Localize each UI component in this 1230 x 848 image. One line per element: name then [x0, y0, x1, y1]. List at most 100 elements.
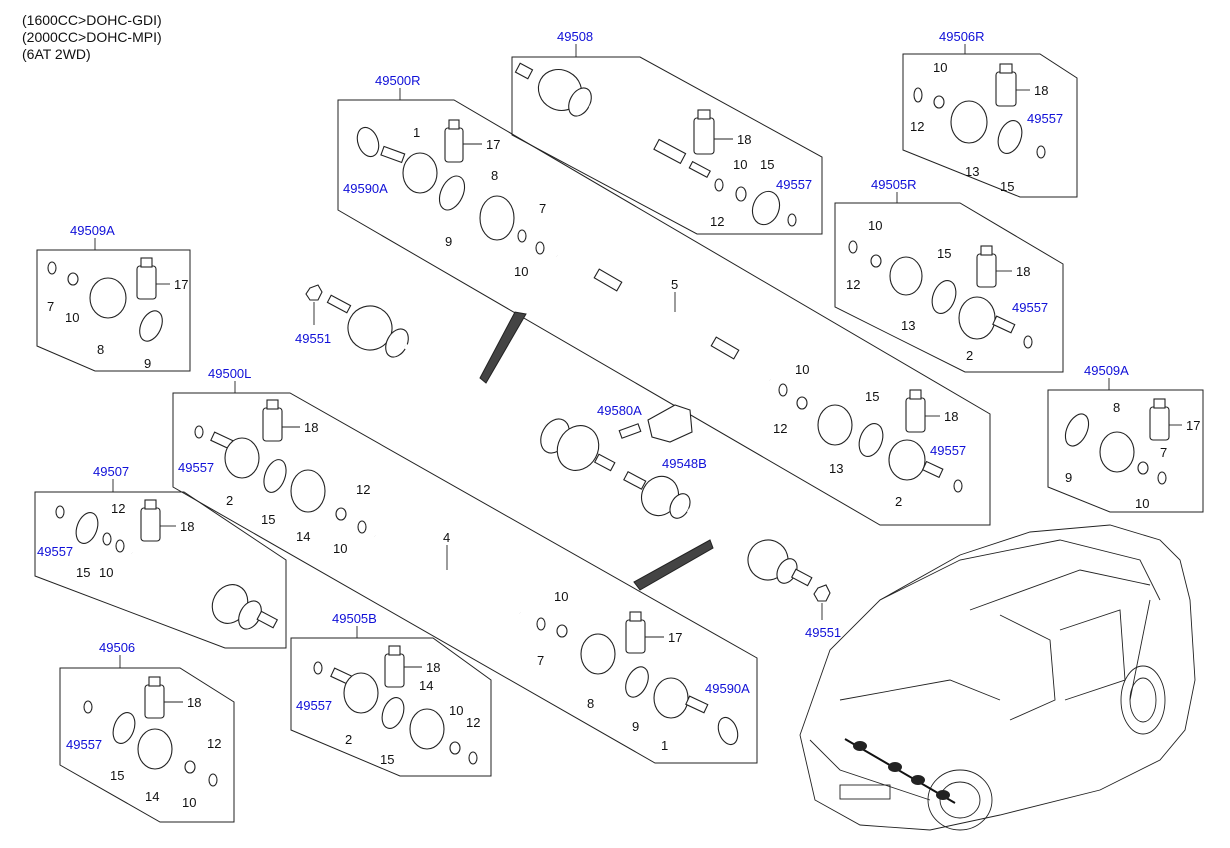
ref-49548B[interactable]: 49548B: [662, 456, 707, 471]
grease-bottle: [144, 676, 165, 719]
group-frame: [36, 249, 191, 372]
group-frame: [59, 667, 235, 823]
grease-bottle: [136, 257, 157, 300]
tone-ring: [717, 716, 739, 746]
snap-ring: [953, 479, 963, 493]
label-17: 17: [174, 277, 188, 292]
boot-13: [950, 100, 988, 144]
ref-49505R[interactable]: 49505R: [871, 177, 917, 192]
label-12: 12: [846, 277, 860, 292]
ref-49508[interactable]: 49508: [557, 29, 593, 44]
label-18: 18: [737, 132, 751, 147]
ref-49557[interactable]: 49557: [66, 737, 102, 752]
label-10: 10: [933, 60, 947, 75]
ref-49590A[interactable]: 49590A: [343, 181, 388, 196]
label-18: 18: [187, 695, 201, 710]
ref-49557[interactable]: 49557: [1012, 300, 1048, 315]
clamp-9: [625, 666, 649, 698]
ref-49500R[interactable]: 49500R: [375, 73, 421, 88]
label-17: 17: [668, 630, 682, 645]
label-12: 12: [356, 482, 370, 497]
ref-49505B[interactable]: 49505B: [332, 611, 377, 626]
group-49505R: 49505R 10 12 13 15 18 2 49557: [834, 177, 1064, 373]
clamp-15: [75, 512, 99, 544]
ref-49557[interactable]: 49557: [776, 177, 812, 192]
ref-49590A[interactable]: 49590A: [705, 681, 750, 696]
group-frame: [1047, 389, 1204, 513]
pointer-wedge-top: [479, 311, 527, 384]
ref-49557[interactable]: 49557: [37, 544, 73, 559]
label-18: 18: [180, 519, 194, 534]
label-9: 9: [445, 234, 452, 249]
snap-ring-12: [115, 539, 125, 553]
label-10: 10: [449, 703, 463, 718]
boot-14: [409, 708, 445, 750]
label-12: 12: [773, 421, 787, 436]
ring-10: [735, 186, 747, 202]
ref-49557[interactable]: 49557: [930, 443, 966, 458]
snap-ring: [787, 213, 797, 227]
group-49506R: 49506R 10 18 12 13 15 49557: [902, 29, 1078, 198]
ring-10: [796, 396, 808, 410]
center-assembly: 49551 49580A 49548B 49551: [295, 284, 841, 640]
label-7: 7: [1160, 445, 1167, 460]
ref-49509A-right[interactable]: 49509A: [1084, 363, 1129, 378]
boot-8: [89, 277, 127, 319]
label-14: 14: [296, 529, 310, 544]
ref-49557[interactable]: 49557: [1027, 111, 1063, 126]
cv-joint-1: [653, 677, 709, 719]
grease-bottle: [625, 611, 646, 654]
clamp-9: [438, 175, 466, 211]
group-49508: 49508 18 10 15 49557 12: [511, 29, 823, 235]
label-10b: 10: [554, 589, 568, 604]
ring-10: [184, 760, 196, 774]
label-9: 9: [144, 356, 151, 371]
group-49507: 49507 49557 15 10 12 18: [34, 464, 287, 649]
label-12: 12: [910, 119, 924, 134]
group-frame: [337, 99, 991, 526]
label-15: 15: [865, 389, 879, 404]
ref-49500L[interactable]: 49500L: [208, 366, 251, 381]
ref-49509A-left[interactable]: 49509A: [70, 223, 115, 238]
label-12: 12: [466, 715, 480, 730]
group-49509A-left: 49509A 7 10 8 17 9: [36, 223, 191, 372]
hub-nut-top: [305, 284, 323, 301]
grease-bottle: [384, 645, 405, 688]
ref-49506[interactable]: 49506: [99, 640, 135, 655]
clamp-9: [139, 310, 163, 342]
label-10: 10: [182, 795, 196, 810]
spec-line-2: (2000CC>DOHC-MPI): [22, 29, 162, 45]
boot-14: [290, 469, 326, 513]
ref-49557[interactable]: 49557: [296, 698, 332, 713]
boot-13: [817, 404, 853, 446]
inter-shaft-4: [373, 533, 522, 616]
ref-49580A[interactable]: 49580A: [597, 403, 642, 418]
label-17: 17: [1186, 418, 1200, 433]
label-15: 15: [760, 157, 774, 172]
snap-ring: [55, 505, 65, 519]
ref-49551-bottom[interactable]: 49551: [805, 625, 841, 640]
ref-49507[interactable]: 49507: [93, 464, 129, 479]
clamp-15: [751, 190, 781, 226]
snap-ring-12: [208, 773, 218, 787]
label-15: 15: [261, 512, 275, 527]
label-7: 7: [47, 299, 54, 314]
ref-49557[interactable]: 49557: [178, 460, 214, 475]
label-15: 15: [380, 752, 394, 767]
snap-ring-12: [468, 751, 478, 765]
snap-ring-7: [1157, 471, 1167, 485]
spec-line-1: (1600CC>DOHC-GDI): [22, 12, 162, 28]
ref-49506R[interactable]: 49506R: [939, 29, 985, 44]
label-4: 4: [443, 530, 450, 545]
label-18: 18: [944, 409, 958, 424]
label-12: 12: [111, 501, 125, 516]
grease-bottle: [262, 399, 283, 442]
snap-ring-7: [535, 241, 545, 255]
ref-49551-top[interactable]: 49551: [295, 331, 331, 346]
grease-bottle: [976, 245, 997, 288]
boot-13: [889, 256, 923, 296]
snap-ring-7: [536, 617, 546, 631]
label-9: 9: [632, 719, 639, 734]
snap-ring: [848, 240, 858, 254]
label-12: 12: [710, 214, 724, 229]
